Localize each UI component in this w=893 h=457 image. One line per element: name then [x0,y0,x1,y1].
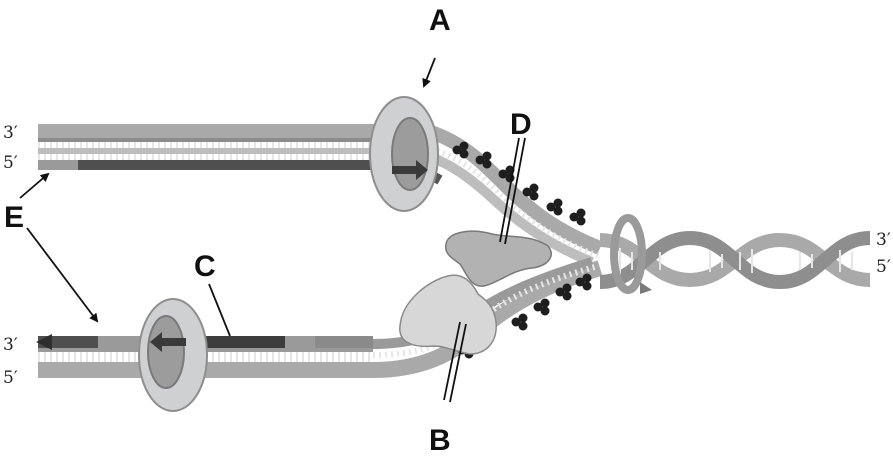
ssb-cluster [512,314,528,331]
right-3-prime-label: 3′ [876,230,891,250]
label-a-pointer [424,58,435,86]
label-d: D [510,108,532,141]
new-strand-top [78,160,378,170]
top-3-prime-label: 3′ [3,123,18,143]
rotation-arrow-icon [640,282,652,294]
label-e: E [4,201,24,234]
top-5-prime-label: 5′ [3,153,18,173]
enzyme-b [400,275,496,354]
rna-primer-top [38,160,78,170]
label-e-pointer-up [20,174,48,198]
sliding-clamp-top [370,97,438,211]
label-b: B [429,424,451,457]
right-5-prime-label: 5′ [876,257,891,277]
sliding-clamp-bottom [139,299,207,411]
ssb-cluster [570,209,586,226]
bottom-3-prime-label: 3′ [3,335,18,355]
ssb-cluster [547,199,563,216]
label-a: A [429,4,451,37]
rna-primer-bottom-2 [285,336,315,348]
bottom-5-prime-label: 5′ [3,368,18,388]
parental-double-helix [600,218,870,294]
label-e-pointer-down [27,228,97,321]
label-c-pointer [209,284,230,336]
label-c: C [194,250,216,283]
